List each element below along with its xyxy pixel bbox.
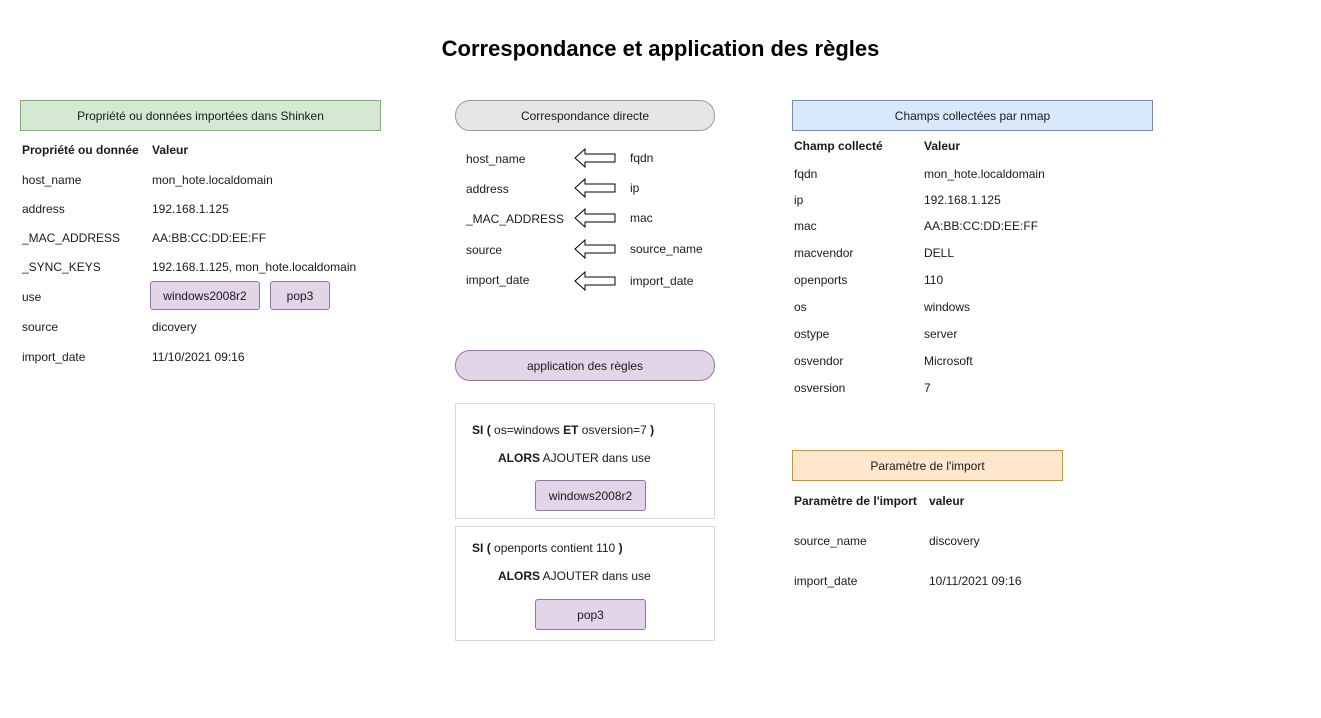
rule-condition: SI ( os=windows ET osversion=7 ) [472, 423, 655, 437]
shinken-row-key: _SYNC_KEYS [22, 260, 101, 274]
mapping-source: _MAC_ADDRESS [466, 212, 565, 226]
arrow-left-icon [574, 178, 616, 198]
import-params-header: Paramètre de l'import [792, 450, 1063, 481]
import-col-value: valeur [929, 494, 965, 508]
import-row-value: discovery [929, 534, 980, 548]
shinken-row-key: host_name [22, 173, 82, 187]
mapping-target: ip [630, 181, 640, 195]
mapping-source: import_date [466, 273, 530, 287]
nmap-row-key: ostype [794, 327, 830, 341]
import-row-key: source_name [794, 534, 867, 548]
rule-card: SI ( os=windows ET osversion=7 ) ALORS A… [455, 403, 715, 519]
mapping-source: source [466, 243, 503, 257]
shinken-row-key: _MAC_ADDRESS [22, 231, 121, 245]
shinken-row-value: dicovery [152, 320, 197, 334]
shinken-row-value: 192.168.1.125, mon_hote.localdomain [152, 260, 357, 274]
mapping-source: address [466, 182, 509, 196]
shinken-properties-header: Propriété ou données importées dans Shin… [20, 100, 381, 131]
shinken-col-value: Valeur [152, 143, 189, 157]
shinken-row-key: use [22, 290, 42, 304]
shinken-col-property: Propriété ou donnée [22, 143, 139, 157]
nmap-row-value: DELL [924, 246, 955, 260]
shinken-row-key: import_date [22, 350, 86, 364]
nmap-row-value: mon_hote.localdomain [924, 167, 1045, 181]
shinken-row-key: source [22, 320, 59, 334]
arrow-left-icon [574, 239, 616, 259]
mapping-target: source_name [630, 242, 703, 256]
rule-condition: SI ( openports contient 110 ) [472, 541, 623, 555]
mapping-target: fqdn [630, 151, 654, 165]
nmap-row-key: macvendor [794, 246, 854, 260]
rule-action: ALORS AJOUTER dans use [498, 569, 651, 583]
nmap-row-value: 192.168.1.125 [924, 193, 1001, 207]
nmap-col-field: Champ collecté [794, 139, 883, 153]
template-tag: windows2008r2 [150, 281, 260, 310]
nmap-row-key: mac [794, 219, 817, 233]
nmap-row-value: windows [924, 300, 971, 314]
nmap-col-value: Valeur [924, 139, 961, 153]
import-col-param: Paramètre de l'import [794, 494, 917, 508]
rules-header: application des règles [455, 350, 715, 381]
template-tag: pop3 [270, 281, 330, 310]
nmap-row-key: openports [794, 273, 848, 287]
import-row-value: 10/11/2021 09:16 [929, 574, 1022, 588]
shinken-row-value: 11/10/2021 09:16 [152, 350, 245, 364]
rule-tag: windows2008r2 [535, 480, 646, 511]
page-title: Correspondance et application des règles [441, 36, 880, 61]
nmap-fields-header: Champs collectées par nmap [792, 100, 1153, 131]
rule-action: ALORS AJOUTER dans use [498, 451, 651, 465]
arrow-left-icon [574, 148, 616, 168]
mapping-target: mac [630, 211, 653, 225]
shinken-row-value: AA:BB:CC:DD:EE:FF [152, 231, 267, 245]
direct-mapping-header: Correspondance directe [455, 100, 715, 131]
mapping-target: import_date [630, 274, 694, 288]
nmap-row-value: Microsoft [924, 354, 973, 368]
nmap-row-value: server [924, 327, 958, 341]
mapping-source: host_name [466, 152, 526, 166]
shinken-row-value: mon_hote.localdomain [152, 173, 273, 187]
nmap-row-value: 110 [924, 273, 944, 287]
rule-card: SI ( openports contient 110 ) ALORS AJOU… [455, 526, 715, 641]
shinken-row-key: address [22, 202, 65, 216]
import-row-key: import_date [794, 574, 858, 588]
arrow-left-icon [574, 208, 616, 228]
shinken-row-value: 192.168.1.125 [152, 202, 229, 216]
nmap-row-key: osversion [794, 381, 846, 395]
nmap-row-key: fqdn [794, 167, 818, 181]
nmap-row-key: os [794, 300, 807, 314]
nmap-row-value: AA:BB:CC:DD:EE:FF [924, 219, 1039, 233]
arrow-left-icon [574, 271, 616, 291]
rule-tag: pop3 [535, 599, 646, 630]
nmap-row-key: ip [794, 193, 804, 207]
nmap-row-value: 7 [924, 381, 931, 395]
nmap-row-key: osvendor [794, 354, 844, 368]
